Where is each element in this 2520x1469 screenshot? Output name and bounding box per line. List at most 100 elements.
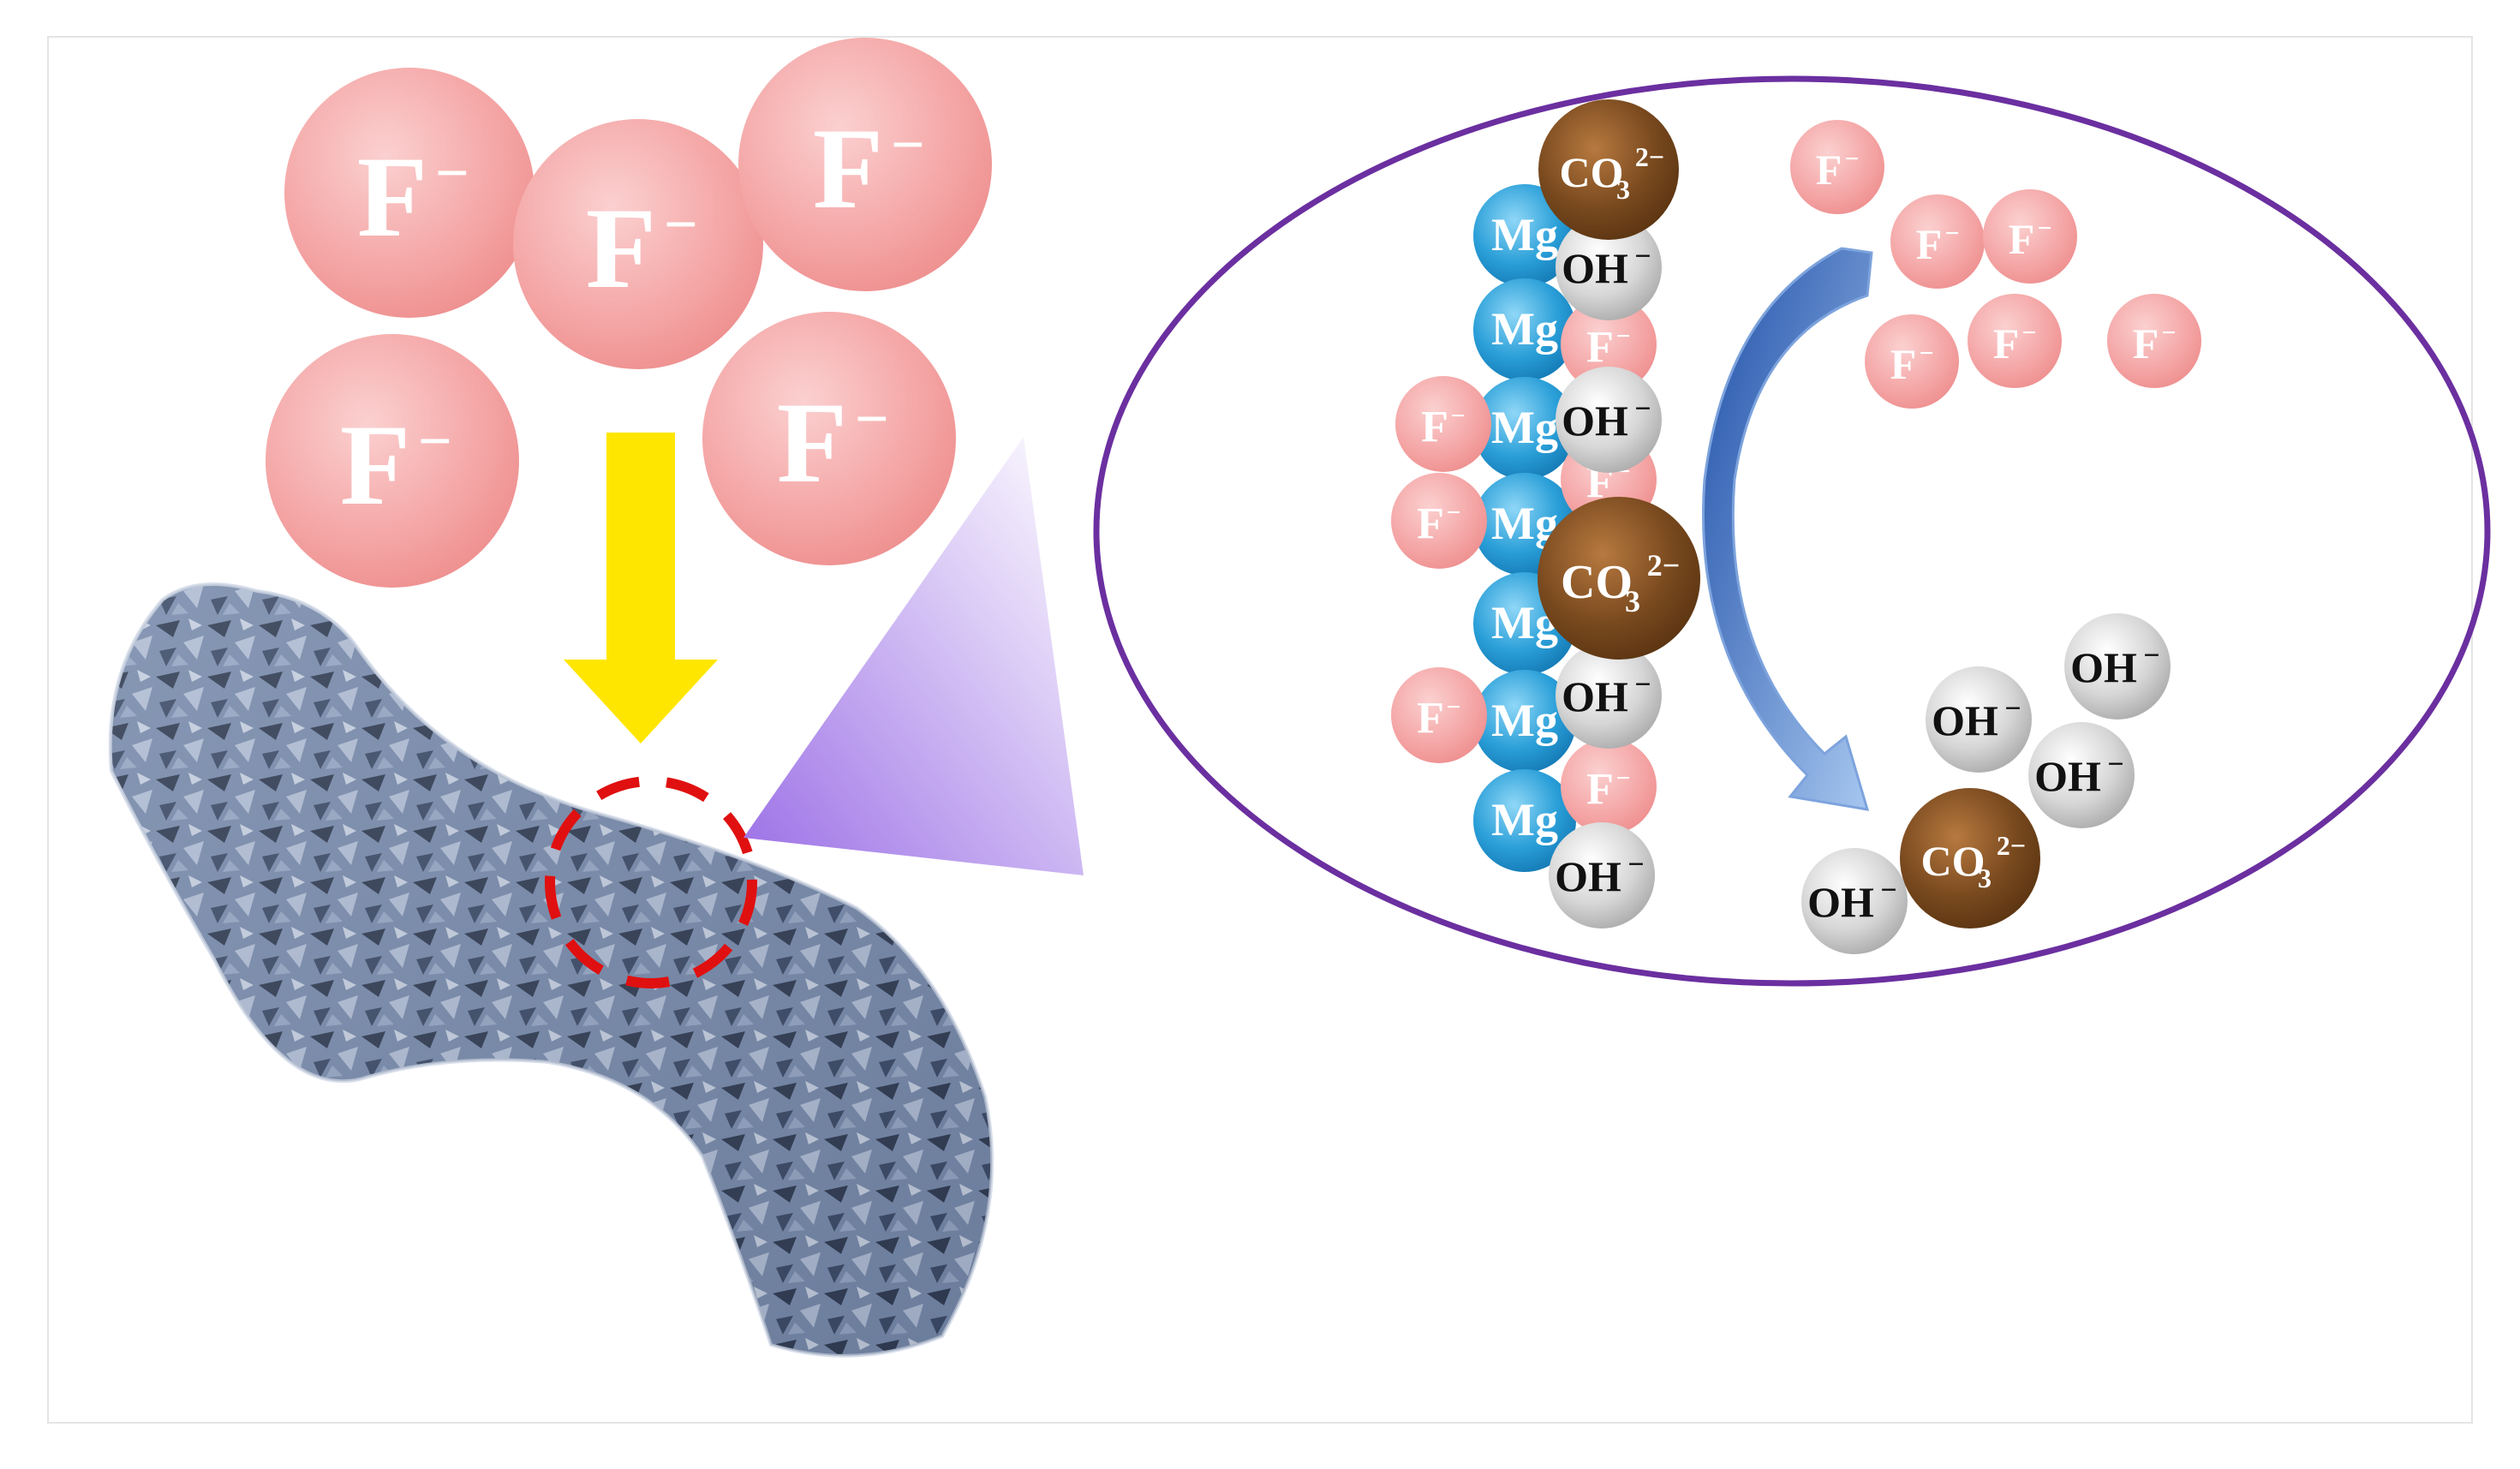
svg-text:F: F bbox=[2133, 319, 2159, 367]
svg-text:3: 3 bbox=[1616, 174, 1630, 205]
svg-text:−: − bbox=[1634, 669, 1651, 701]
svg-text:F: F bbox=[1586, 765, 1614, 814]
ldh-nanotube-icon bbox=[108, 582, 994, 1358]
fluoride-ion-small: F− bbox=[1983, 189, 2077, 284]
svg-text:F: F bbox=[1417, 499, 1444, 548]
fluoride-label: F bbox=[813, 105, 883, 233]
svg-text:F: F bbox=[1421, 403, 1448, 451]
fluoride-ion-small: F− bbox=[1968, 294, 2062, 388]
adsorbed-fluoride-outer: F− F− F− bbox=[1391, 376, 1491, 763]
svg-text:Mg: Mg bbox=[1491, 303, 1558, 355]
svg-text:3: 3 bbox=[1978, 863, 1992, 893]
fluoride-ion-small: F− bbox=[2107, 294, 2201, 388]
fluoride-label: F bbox=[777, 379, 847, 507]
figure-frame bbox=[47, 36, 2473, 1424]
charge-label: − bbox=[664, 192, 698, 258]
fluoride-ion-small: F− bbox=[1890, 194, 1985, 289]
charge-label: − bbox=[418, 409, 452, 475]
charge-label: − bbox=[855, 386, 889, 452]
fluoride-ion-small: F− bbox=[1865, 314, 1959, 409]
svg-text:CO: CO bbox=[1561, 556, 1633, 609]
fluoride-ion-large: F − bbox=[738, 38, 992, 291]
magnesium-ion: Mg bbox=[1473, 278, 1576, 381]
svg-text:OH: OH bbox=[1932, 696, 1998, 744]
svg-text:3: 3 bbox=[1625, 584, 1640, 618]
charge-label: − bbox=[435, 140, 469, 206]
svg-text:Mg: Mg bbox=[1491, 794, 1558, 845]
svg-text:OH: OH bbox=[1555, 852, 1621, 900]
hydroxide-ion: OH− bbox=[1549, 822, 1655, 929]
svg-text:OH: OH bbox=[1562, 244, 1628, 292]
fluoride-ion-large: F − bbox=[284, 68, 534, 318]
svg-text:2−: 2− bbox=[1647, 548, 1681, 582]
svg-text:−: − bbox=[2021, 319, 2036, 347]
svg-text:−: − bbox=[2143, 640, 2159, 672]
svg-text:−: − bbox=[2161, 319, 2176, 347]
svg-text:−: − bbox=[1880, 875, 1896, 906]
svg-text:F: F bbox=[1916, 220, 1943, 268]
hydroxide-ion: OH− bbox=[1556, 367, 1662, 473]
svg-text:Mg: Mg bbox=[1491, 209, 1558, 260]
magnesium-ion: Mg bbox=[1473, 184, 1576, 287]
magnified-view-ellipse bbox=[1093, 75, 2491, 987]
svg-text:CO: CO bbox=[1921, 837, 1986, 885]
svg-text:−: − bbox=[1634, 393, 1651, 425]
fluoride-label: F bbox=[357, 134, 427, 261]
svg-text:2−: 2− bbox=[1635, 141, 1664, 172]
hydroxide-ion: OH− bbox=[1556, 214, 1662, 320]
hydroxide-ion: OH− bbox=[2028, 722, 2135, 828]
hydroxide-ion: OH− bbox=[1556, 642, 1662, 749]
zoom-wedge bbox=[743, 437, 1084, 875]
fluoride-ion-small: F− bbox=[1395, 376, 1491, 472]
hydroxide-ion: OH− bbox=[1801, 848, 1908, 954]
svg-text:CO: CO bbox=[1560, 148, 1624, 196]
curved-arrow-icon bbox=[1702, 247, 1873, 811]
fluoride-ion-large: F − bbox=[266, 334, 519, 588]
free-fluoride-ions: F− F− F− F− F− F− bbox=[1790, 120, 2201, 409]
svg-text:Mg: Mg bbox=[1491, 695, 1558, 746]
svg-text:Mg: Mg bbox=[1491, 402, 1558, 453]
svg-text:OH: OH bbox=[1807, 878, 1874, 926]
svg-text:−: − bbox=[1627, 849, 1644, 881]
svg-text:−: − bbox=[2004, 693, 2021, 725]
fluoride-label: F bbox=[340, 402, 410, 529]
svg-text:OH: OH bbox=[2070, 643, 2137, 691]
svg-text:F: F bbox=[2009, 215, 2035, 263]
fluoride-ion-large: F − bbox=[513, 119, 763, 369]
fluoride-ion-small: F− bbox=[1561, 738, 1657, 834]
fluoride-ion-small: F− bbox=[1790, 120, 1884, 214]
svg-text:F: F bbox=[1993, 319, 2020, 367]
fluoride-ion-group: F − F − F − F − F − bbox=[266, 38, 992, 588]
svg-text:OH: OH bbox=[1562, 672, 1628, 720]
svg-text:F: F bbox=[1890, 340, 1917, 388]
fluoride-label: F bbox=[586, 185, 656, 313]
down-arrow-icon bbox=[564, 433, 718, 743]
fluoride-ion-small: F− bbox=[1391, 473, 1487, 569]
svg-text:−: − bbox=[1615, 322, 1630, 350]
fluoride-ion-large: F − bbox=[702, 312, 956, 565]
svg-text:−: − bbox=[1615, 764, 1630, 792]
dashed-highlight-circle bbox=[545, 776, 757, 988]
charge-label: − bbox=[891, 112, 925, 178]
magnesium-ion: Mg bbox=[1473, 769, 1576, 872]
magnesium-ion: Mg bbox=[1473, 670, 1576, 773]
svg-text:−: − bbox=[2037, 214, 2051, 242]
svg-text:−: − bbox=[2107, 749, 2123, 780]
svg-text:OH: OH bbox=[1562, 397, 1628, 445]
hydroxide-ion: OH− bbox=[2064, 613, 2171, 720]
fluoride-ion-small: F− bbox=[1561, 296, 1657, 392]
svg-text:OH: OH bbox=[2034, 752, 2101, 800]
svg-text:−: − bbox=[1919, 339, 1933, 367]
svg-text:F: F bbox=[1417, 694, 1444, 743]
hydroxide-ion: OH− bbox=[1926, 666, 2032, 773]
svg-text:−: − bbox=[1450, 402, 1465, 430]
svg-text:−: − bbox=[1844, 145, 1859, 173]
svg-text:−: − bbox=[1446, 693, 1460, 721]
fluoride-ion-small: F− bbox=[1391, 667, 1487, 763]
